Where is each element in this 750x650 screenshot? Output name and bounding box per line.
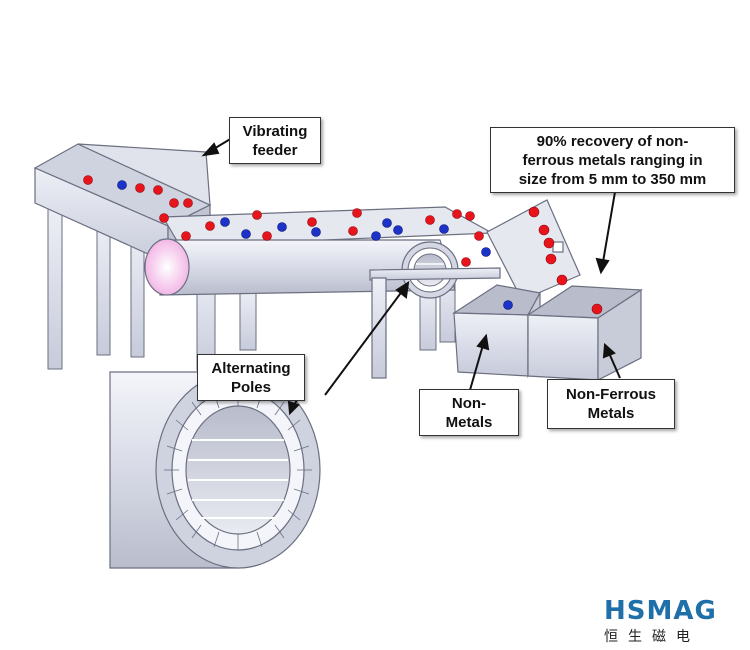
bin-non-metals [452,284,541,379]
label-non-ferrous-metals: Non-Ferrous Metals [547,379,675,429]
material-blue-balls [117,180,513,310]
label-non-metals: Non- Metals [419,389,519,436]
feeder-legs [47,202,145,370]
deflector-plate [486,199,581,301]
label-alternating-poles: Alternating Poles [197,354,305,401]
inner-bore-lines [188,439,288,519]
label-vibrating-feeder: Vibrating feeder [229,117,321,164]
label-recovery-note: 90% recovery of non- ferrous metals rang… [490,127,735,193]
enlarged-drum-view [109,371,321,569]
material-red-balls [83,175,603,315]
logo-chinese-name: 恒生磁电 [604,629,700,645]
logo-wordmark: HSMAG [604,596,717,626]
splitter-frame [369,267,501,379]
hsmag-logo: HSMAG 恒生磁电 [604,598,744,648]
bin-non-ferrous-metals [526,285,643,381]
